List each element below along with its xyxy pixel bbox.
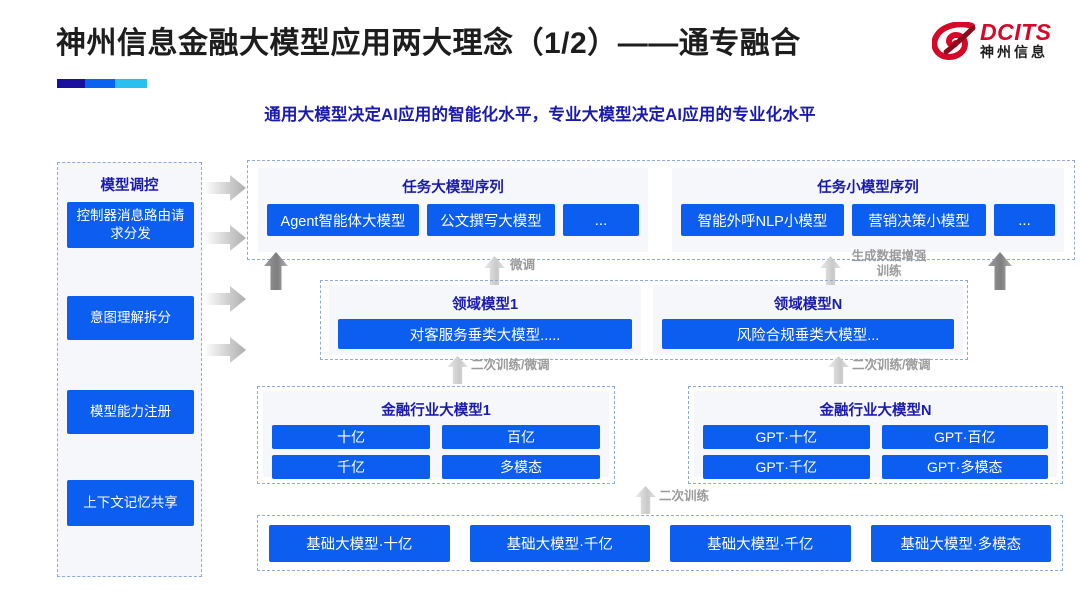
chip-base-qianyi-2[interactable]: 基础大模型·千亿 (670, 525, 851, 562)
domain-model-1-panel: 领域模型1 对客服务垂类大模型..... (329, 285, 641, 355)
chip-indn-gpt-baiyi[interactable]: GPT·百亿 (881, 425, 1048, 449)
chip-ind1-multimodal[interactable]: 多模态 (442, 455, 600, 479)
chip-indn-gpt-qianyi[interactable]: GPT·千亿 (703, 455, 870, 479)
task-big-model-panel: 任务大模型序列 Agent智能体大模型 公文撰写大模型 ... (258, 168, 648, 252)
chip-base-multimodal[interactable]: 基础大模型·多模态 (870, 525, 1051, 562)
chip-doc-writing-model[interactable]: 公文撰写大模型 (427, 204, 555, 236)
chip-more-small[interactable]: ... (994, 204, 1055, 236)
industry-model-n-container (688, 386, 1063, 484)
control-item-context[interactable]: 上下文记忆共享 (67, 480, 194, 526)
industry-model-1-panel: 金融行业大模型1 十亿 百亿 千亿 多模态 (263, 391, 609, 479)
flow-arrow-up-retrain-right (828, 356, 849, 384)
flow-arrow-up-finetune-left (484, 256, 505, 288)
domain-model-1-title: 领域模型1 (451, 297, 519, 313)
domain-model-n-panel: 领域模型N 风险合规垂类大模型... (653, 285, 963, 355)
flow-arrow-up-retrain-left (447, 356, 468, 384)
industry-model-1-container (257, 386, 615, 484)
chip-more-big[interactable]: ... (563, 204, 639, 236)
chip-base-qianyi-1[interactable]: 基础大模型·千亿 (469, 525, 650, 562)
flow-arrow-right-4 (204, 337, 246, 363)
chip-indn-gpt-multimodal[interactable]: GPT·多模态 (881, 455, 1048, 479)
chip-outbound-nlp-model[interactable]: 智能外呼NLP小模型 (681, 204, 844, 236)
chip-ind1-baiyi[interactable]: 百亿 (442, 425, 600, 449)
model-control-panel: 模型调控 控制器消息路由请求分发 意图理解拆分 模型能力注册 上下文记忆共享 (57, 162, 202, 577)
industry-model-1-chips: 十亿 百亿 千亿 多模态 (263, 420, 609, 487)
industry-model-n-chips: GPT·十亿 GPT·百亿 GPT·千亿 GPT·多模态 (694, 420, 1057, 487)
industry-model-n-title: 金融行业大模型N (819, 403, 932, 419)
base-model-chips: 基础大模型·十亿 基础大模型·千亿 基础大模型·千亿 基础大模型·多模态 (258, 516, 1062, 571)
arrow-label-retrain: 二次训练 (659, 489, 710, 503)
chip-risk-compliance-vertical-model[interactable]: 风险合规垂类大模型... (662, 319, 954, 349)
domain-model-n-title: 领域模型N (773, 297, 843, 313)
page-title: 神州信息金融大模型应用两大理念（1/2）——通专融合 (56, 27, 801, 60)
domain-layer-container (320, 280, 968, 360)
logo-cn-text: 神州信息 (980, 44, 1048, 60)
flow-arrow-up-retrain-base (635, 486, 656, 514)
arrow-label-retrain-finetune-left: 二次训练/微调 (471, 358, 550, 372)
arrow-label-gen-data-aug: 生成数据增强训练 (851, 249, 927, 278)
base-model-container: 基础大模型·十亿 基础大模型·千亿 基础大模型·千亿 基础大模型·多模态 (257, 515, 1063, 571)
accent-segment-3 (115, 79, 147, 88)
task-layer-container (247, 160, 1075, 260)
task-small-model-title: 任务小模型序列 (817, 180, 919, 196)
chip-agent-model[interactable]: Agent智能体大模型 (267, 204, 419, 236)
logo-en-text: DCITS (980, 19, 1052, 45)
company-logo: DCITS 神州信息 (932, 20, 1064, 68)
chip-indn-gpt-shiyi[interactable]: GPT·十亿 (703, 425, 870, 449)
task-small-model-chips: 智能外呼NLP小模型 营销决策小模型 ... (672, 197, 1064, 245)
control-item-router[interactable]: 控制器消息路由请求分发 (67, 202, 194, 248)
flow-arrow-right-3 (204, 286, 246, 312)
control-item-registry[interactable]: 模型能力注册 (67, 390, 194, 434)
chip-marketing-decision-model[interactable]: 营销决策小模型 (852, 204, 986, 236)
task-small-model-panel: 任务小模型序列 智能外呼NLP小模型 营销决策小模型 ... (672, 168, 1064, 252)
task-big-model-title: 任务大模型序列 (402, 180, 504, 196)
chip-base-shiyi[interactable]: 基础大模型·十亿 (269, 525, 450, 562)
page-subtitle: 通用大模型决定AI应用的智能化水平，专业大模型决定AI应用的专业化水平 (264, 106, 816, 124)
control-item-intent[interactable]: 意图理解拆分 (67, 296, 194, 340)
arrow-label-retrain-finetune-right: 二次训练/微调 (852, 358, 931, 372)
title-accent-bar (57, 79, 147, 88)
chip-customer-service-vertical-model[interactable]: 对客服务垂类大模型..... (338, 319, 632, 349)
accent-segment-1 (57, 79, 85, 88)
industry-model-n-panel: 金融行业大模型N GPT·十亿 GPT·百亿 GPT·千亿 GPT·多模态 (694, 391, 1057, 479)
chip-ind1-qianyi[interactable]: 千亿 (272, 455, 430, 479)
accent-segment-2 (84, 79, 116, 88)
logo-text: DCITS 神州信息 (980, 20, 1052, 61)
chip-ind1-shiyi[interactable]: 十亿 (272, 425, 430, 449)
dcits-swirl-icon (932, 22, 976, 61)
flow-arrow-right-1 (204, 175, 246, 201)
task-big-model-chips: Agent智能体大模型 公文撰写大模型 ... (258, 197, 648, 245)
flow-arrow-right-2 (204, 225, 246, 251)
flow-arrow-up-dark-left (264, 252, 288, 290)
flow-arrow-up-dark-right (988, 252, 1012, 290)
arrow-label-finetune-left: 微调 (510, 258, 536, 272)
model-control-title: 模型调控 (100, 178, 159, 194)
industry-model-1-title: 金融行业大模型1 (381, 403, 491, 419)
flow-arrow-up-gendata (820, 256, 841, 288)
